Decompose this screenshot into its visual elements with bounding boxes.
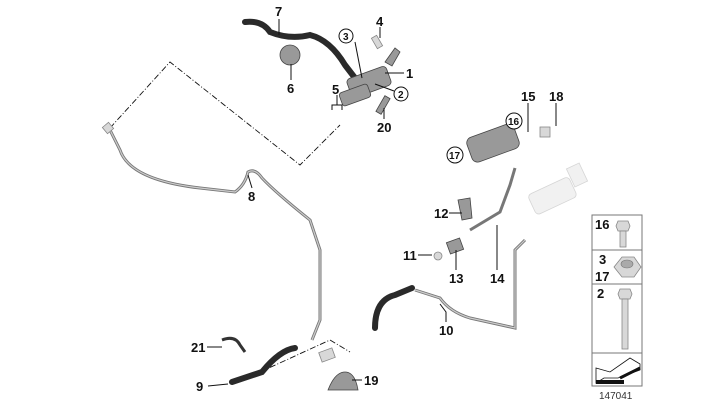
grommet-6 [279,44,301,66]
ghost-master-cylinder [528,162,589,215]
clutch-line-8 [101,121,322,341]
legend-3[interactable]: 3 [599,252,606,267]
diagram-number: 147041 [599,391,633,402]
callout-5[interactable]: 5 [332,82,339,97]
callout-16[interactable]: 16 [508,117,520,128]
grommet-19 [327,371,359,391]
pin-4 [370,34,384,50]
callout-20[interactable]: 20 [377,120,391,135]
callout-19[interactable]: 19 [364,373,378,388]
legend-16[interactable]: 16 [595,217,609,232]
assembly-line [109,61,341,166]
direction-arrow-icon [595,357,641,384]
master-cylinder [338,47,401,107]
callout-8[interactable]: 8 [248,189,255,204]
leader-lines [207,19,557,387]
callout-18[interactable]: 18 [549,89,563,104]
hardware-legend-panel: 16 3 17 2 [591,214,643,387]
connector [318,347,336,363]
part-20 [375,95,391,115]
callout-6[interactable]: 6 [287,81,294,96]
callout-15[interactable]: 15 [521,89,535,104]
callout-12[interactable]: 12 [434,206,448,221]
callout-3[interactable]: 3 [343,32,349,43]
fitting-13 [445,237,465,255]
callout-circle [338,28,354,44]
callout-4[interactable]: 4 [376,14,384,29]
assembly-line [259,339,351,373]
long-bolt-icon [617,288,633,350]
pipe-7 [242,18,358,81]
legend-17[interactable]: 17 [595,269,609,284]
callout-13[interactable]: 13 [449,271,463,286]
callout-circle [393,86,409,102]
line-14 [469,167,517,232]
callout-17[interactable]: 17 [449,151,461,162]
cap-18 [539,126,551,138]
callout-circle [505,112,523,130]
callout-21[interactable]: 21 [191,340,205,355]
callout-1[interactable]: 1 [406,66,413,81]
hose-9 [229,345,298,385]
callout-10[interactable]: 10 [439,323,453,338]
callout-circle [446,146,464,164]
bolt-icon [615,220,631,248]
callout-14[interactable]: 14 [490,271,505,286]
seal-11 [433,251,443,261]
hose-section [372,285,415,331]
bracket-12 [457,197,473,221]
callout-7[interactable]: 7 [275,4,282,19]
clip-21 [221,336,247,353]
callout-9[interactable]: 9 [196,379,203,394]
clutch-line-10 [414,238,527,330]
callout-11[interactable]: 11 [403,248,417,263]
nut-icon [613,256,642,278]
callout-2[interactable]: 2 [398,90,404,101]
slave-cylinder [466,123,551,163]
legend-2[interactable]: 2 [597,286,604,301]
